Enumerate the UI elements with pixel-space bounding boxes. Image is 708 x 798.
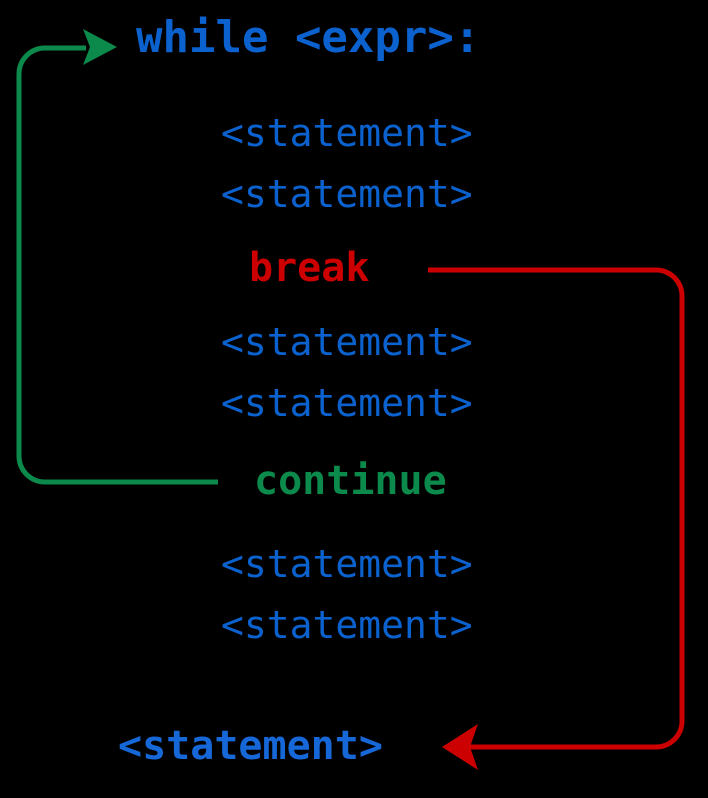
continue-arrow-path	[16, 45, 218, 485]
break-arrowhead-icon	[442, 724, 478, 770]
code-line-statement: <statement>	[221, 320, 473, 364]
code-line-statement: <statement>	[221, 603, 473, 647]
code-line-while-header: while <expr>:	[136, 12, 481, 63]
code-line-statement: <statement>	[221, 172, 473, 216]
code-line-statement: <statement>	[221, 542, 473, 586]
code-line-statement: <statement>	[221, 111, 473, 155]
continue-arrow	[16, 29, 218, 485]
code-line-statement: <statement>	[221, 381, 473, 425]
continue-arrowhead-icon	[83, 29, 117, 65]
code-line-break-keyword: break	[249, 245, 370, 291]
code-line-continue-keyword: continue	[254, 458, 447, 504]
code-line-after-loop-statement: <statement>	[118, 723, 383, 769]
